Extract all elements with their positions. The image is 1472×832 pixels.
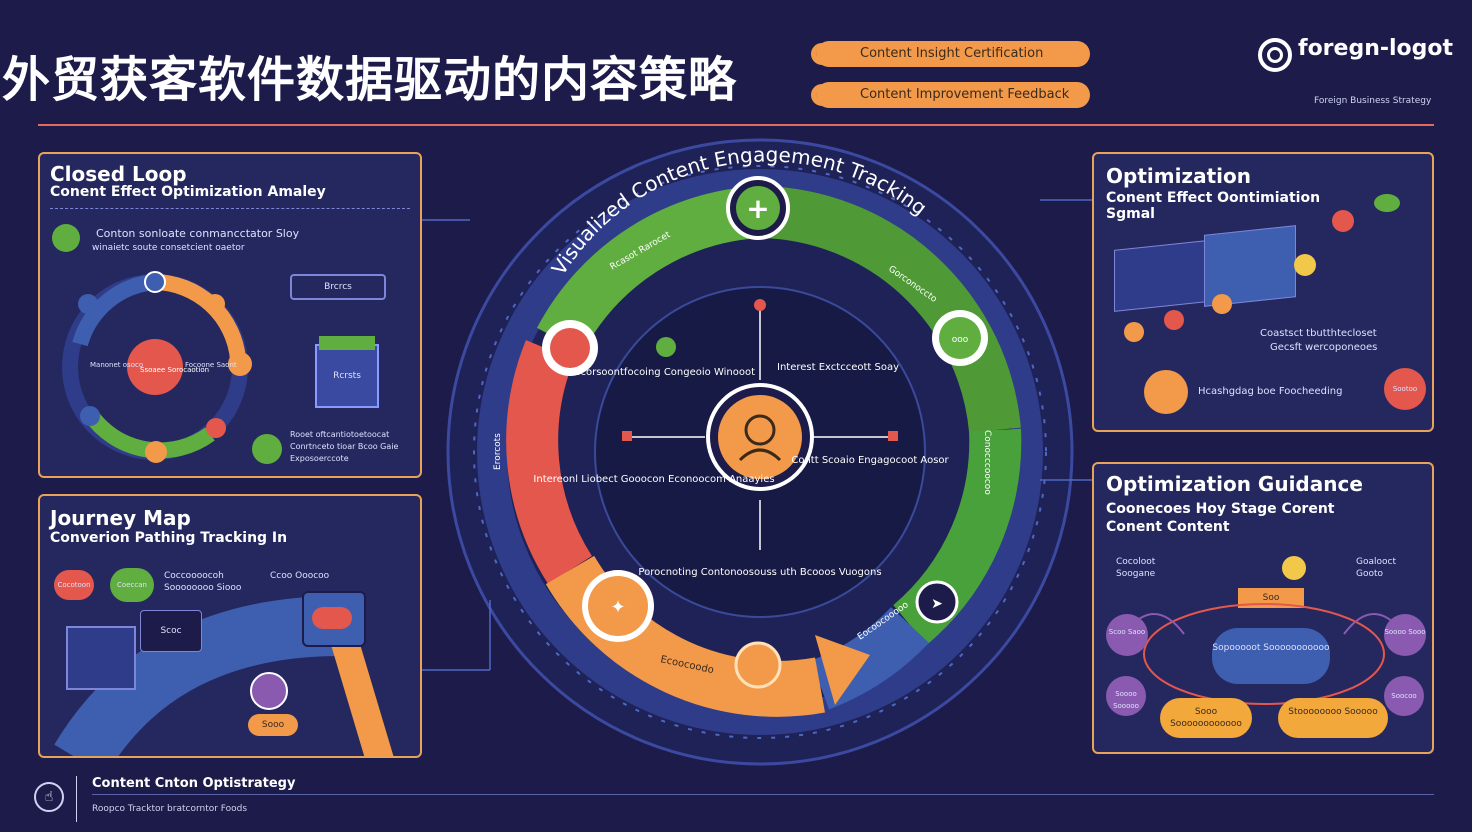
optimization-note1: Coastsct tbutthtecloset (1260, 328, 1377, 339)
guidance-subtitle: Coonecoes Hoy Stage Corent Conent Conten… (1106, 501, 1335, 535)
closed-loop-panel: Closed Loop Conent Effect Optimization A… (38, 152, 422, 478)
closed-loop-subtitle: Conent Effect Optimization Amaley (50, 184, 326, 200)
closed-loop-note2: winaietc soute consetcient oaetor (92, 243, 245, 253)
loop-left-label: Manonet osoco (90, 361, 144, 369)
svg-text:✦: ✦ (610, 597, 625, 618)
journey-monitor: Scoc (140, 610, 202, 652)
feedback-orange-icon (1144, 370, 1188, 414)
footer-sub: Roopco Tracktor bratcorntor Foods (92, 804, 248, 814)
brcrcs-box: Brcrcs (290, 274, 386, 300)
guidance-right-top: Goalooct Gooto (1356, 557, 1396, 579)
green-check-icon (252, 434, 282, 464)
journey-label2: Soooooooo Siooo (164, 583, 242, 593)
chip-green[interactable]: Coeccan (110, 568, 154, 602)
report-label: Rcrsts (333, 371, 361, 381)
blue-node-icon (915, 580, 959, 624)
insight-pill[interactable]: Content Insight Certification (816, 41, 1090, 67)
leaf-icon (1374, 194, 1400, 212)
seg-label-red: Erorcots (493, 433, 503, 470)
journey-label3: Ccoo Ooocoo (270, 571, 330, 581)
person-icon (1124, 322, 1144, 342)
guidance-panel: Optimization Guidance Coonecoes Hoy Stag… (1092, 462, 1434, 754)
feedback-pill[interactable]: Content Improvement Feedback (816, 82, 1090, 108)
label-top-right: Interest Exctcceott Soay (777, 362, 899, 373)
person-icon (1212, 294, 1232, 314)
logo-icon (1258, 38, 1292, 72)
guidance-title: Optimization Guidance (1106, 472, 1363, 496)
journey-panel: Journey Map Converion Pathing Tracking I… (38, 494, 422, 758)
optimization-feedback: Hcashgdag boe Foocheeding (1198, 386, 1343, 397)
page-title: 外贸获客软件数据驱动的内容策略 (2, 52, 738, 108)
optimization-subtitle: Conent Effect Oontimiation Sgmal (1106, 190, 1321, 222)
optimization-panel: Optimization Conent Effect Oontimiation … (1092, 152, 1434, 432)
bottom-orange-icon (734, 641, 782, 689)
closed-loop-foot-note: Rooet oftcantiotoetoocat Conrtnceto tioa… (290, 430, 399, 463)
trophy-icon (1282, 556, 1306, 580)
chip-red[interactable]: Cocotoon (54, 570, 94, 600)
guidance-node1[interactable]: Scoo Saoo (1106, 614, 1148, 656)
guidance-left-top: Cocoloot Soogane (1116, 557, 1156, 579)
bottom-chip[interactable]: Sooo (248, 714, 298, 736)
logo-text: foregn-logot (1298, 36, 1454, 61)
person-icon (1164, 310, 1184, 330)
optimization-button[interactable]: Sootoo (1384, 368, 1426, 410)
seg-label-right: Conocccoocoo (982, 430, 992, 495)
label-top-left: Escorsoontfocoing Congeoio Winooot (569, 367, 755, 378)
svg-text:➤: ➤ (931, 596, 943, 612)
arc-red (506, 340, 593, 584)
report-box-icon: Rcrsts (315, 336, 379, 408)
guidance-bubble2: Stoooooooo Sooooo (1278, 698, 1388, 738)
brcrcs-label: Brcrcs (324, 282, 352, 292)
loop-cycle (62, 271, 252, 463)
tagline: Foreign Business Strategy (1314, 96, 1432, 106)
optimization-title: Optimization (1106, 164, 1251, 188)
arc-green-right (759, 186, 1021, 433)
guidance-badge: Soo (1238, 588, 1304, 608)
play-card[interactable] (302, 591, 366, 647)
label-right: Contt Scoaio Engagocoot Aosor (791, 455, 949, 466)
journey-list-card (66, 626, 136, 690)
journey-title: Journey Map (50, 506, 191, 530)
loop-right-label: Focoone Saont (185, 361, 237, 369)
journey-subtitle: Converion Pathing Tracking In (50, 530, 288, 546)
closed-loop-note1: Conton sonloate conmancctator Sloy (96, 227, 300, 240)
avatar-icon (250, 672, 288, 710)
footer-divider (76, 776, 77, 822)
guidance-node4[interactable]: Soocoo (1384, 676, 1424, 716)
closed-loop-title: Closed Loop (50, 162, 187, 186)
tick-ring (473, 165, 1047, 739)
header-divider (38, 124, 1434, 126)
center-avatar-icon (718, 395, 802, 479)
engagement-ring-diagram: + ooo ✦ ➤ Visualized Content Engagement … (446, 138, 1074, 766)
guidance-cloud: Sopooooot Sooooooooooo (1212, 628, 1330, 684)
hand-icon[interactable]: ☝ (34, 782, 64, 812)
optimization-note2: Gecsft wercoponeoes (1270, 342, 1378, 353)
guidance-node2[interactable]: Soooo Sooo (1384, 614, 1426, 656)
green-dot-icon (656, 337, 676, 357)
label-left: Intereonl Liobect Gooocon Econoocom Anaa… (533, 474, 774, 485)
guidance-bubble1: Sooo Soooooooooooo (1160, 698, 1252, 738)
label-bottom: Porocnoting Contonoosouss uth Bcooos Vuo… (638, 567, 881, 578)
svg-text:+: + (746, 192, 769, 225)
person-icon (1294, 254, 1316, 276)
guidance-node3[interactable]: Soooo Sooooo (1106, 676, 1146, 716)
journey-label1: Coccoooocoh (164, 571, 224, 581)
loop-center-label: Ssoaee Sorocaotion (140, 366, 210, 374)
svg-text:ooo: ooo (952, 335, 969, 345)
green-status-icon (52, 224, 80, 252)
arc-arrow (815, 635, 870, 705)
footer-title: Content Cnton Optistrategy (92, 776, 296, 791)
person-icon (1332, 210, 1354, 232)
